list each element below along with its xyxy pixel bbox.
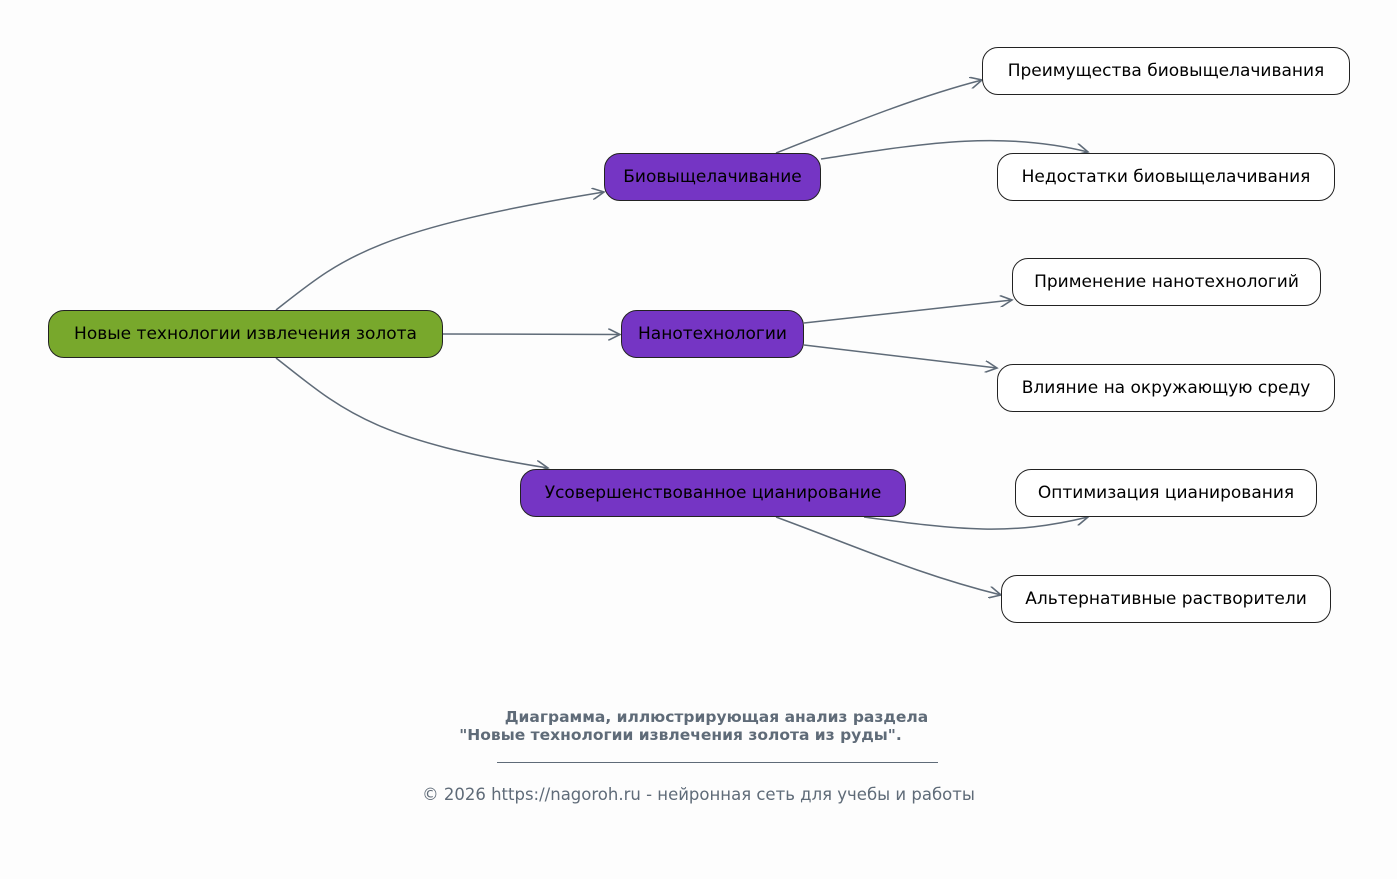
leaf-label: Оптимизация цианирования xyxy=(1037,483,1295,503)
leaf-node-solvents: Альтернативные растворители xyxy=(1001,575,1331,623)
branch-node-bioleaching: Биовыщелачивание xyxy=(604,153,821,201)
leaf-node-advantages: Преимущества биовыщелачивания xyxy=(982,47,1350,95)
leaf-label: Альтернативные растворители xyxy=(1025,589,1307,609)
leaf-label: Преимущества биовыщелачивания xyxy=(1007,61,1325,81)
edge-bio-advantages xyxy=(775,80,982,154)
edge-nano-environment xyxy=(803,344,997,368)
footer-copyright: © 2026 https://nagoroh.ru - нейронная се… xyxy=(422,785,975,804)
caption-line-2: "Новые технологии извлечения золота из р… xyxy=(459,726,902,744)
caption-line-1: Диаграмма, иллюстрирующая анализ раздела xyxy=(504,708,929,726)
leaf-node-application: Применение нанотехнологий xyxy=(1012,258,1321,306)
branch-node-cyanidation: Усовершенствованное цианирование xyxy=(520,469,906,517)
root-node: Новые технологии извлечения золота xyxy=(48,310,443,358)
leaf-label: Влияние на окружающую среду xyxy=(1021,378,1311,398)
edge-root-cyanidation xyxy=(275,357,548,468)
caption-divider xyxy=(497,762,938,763)
diagram-caption: Диаграмма, иллюстрирующая анализ раздела… xyxy=(0,708,1397,744)
leaf-node-optimization: Оптимизация цианирования xyxy=(1015,469,1317,517)
branch-node-nanotech: Нанотехнологии xyxy=(621,310,804,358)
edge-root-bioleaching xyxy=(275,192,604,311)
branch-label: Усовершенствованное цианирование xyxy=(544,483,882,503)
edge-cyan-solvents xyxy=(775,516,1001,595)
edge-nano-application xyxy=(803,300,1012,324)
edge-root-nanotech xyxy=(442,334,620,335)
edge-bio-disadvantages xyxy=(820,139,1088,160)
root-node-label: Новые технологии извлечения золота xyxy=(74,324,417,344)
edge-cyan-optimization xyxy=(863,517,1088,530)
leaf-label: Применение нанотехнологий xyxy=(1034,272,1299,292)
leaf-node-disadvantages: Недостатки биовыщелачивания xyxy=(997,153,1335,201)
branch-label: Биовыщелачивание xyxy=(623,167,802,187)
branch-label: Нанотехнологии xyxy=(638,324,787,344)
leaf-node-environment: Влияние на окружающую среду xyxy=(997,364,1335,412)
leaf-label: Недостатки биовыщелачивания xyxy=(1021,167,1311,187)
